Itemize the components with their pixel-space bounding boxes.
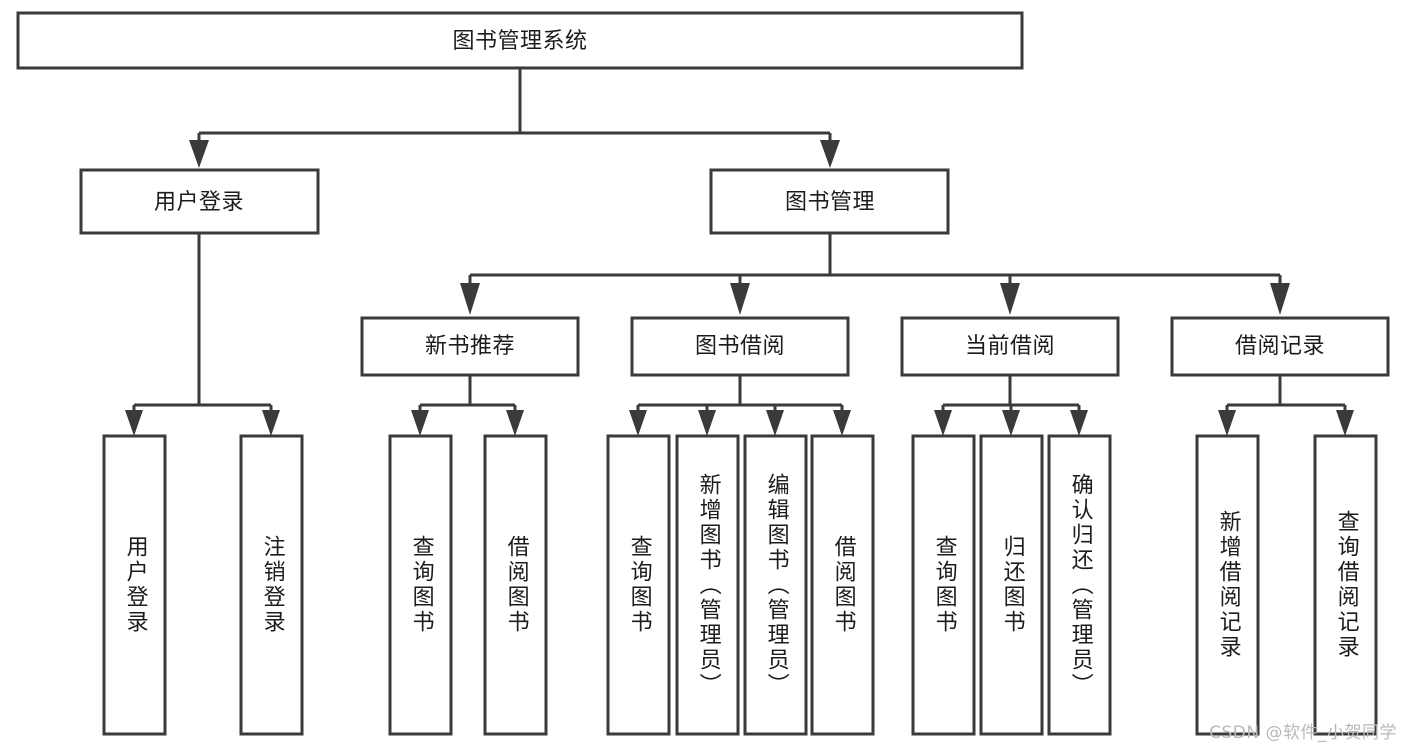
arrowhead-user-login bbox=[189, 140, 209, 168]
leaf-box-cb-confirm-return[interactable] bbox=[1047, 434, 1112, 736]
node-book-borrow-box[interactable] bbox=[630, 316, 850, 377]
arrowhead-bb-leaf-2 bbox=[698, 410, 716, 436]
node-book-borrow-label: 图书借阅 bbox=[695, 334, 785, 359]
watermark-text: CSDN @软件_小贺同学 bbox=[1209, 723, 1397, 743]
arrowhead-br-leaf-1 bbox=[1218, 410, 1236, 436]
leaf-box-nb-borrow-book[interactable] bbox=[483, 434, 548, 736]
arrowhead-leaf-logout bbox=[262, 410, 280, 436]
node-book-management-label: 图书管理 bbox=[785, 190, 875, 215]
arrowhead-nb-leaf-2 bbox=[506, 410, 524, 436]
node-borrow-record-box[interactable] bbox=[1170, 316, 1390, 377]
arrowhead-book-borrow bbox=[730, 283, 750, 315]
node-current-borrow-label: 当前借阅 bbox=[965, 334, 1055, 359]
leaf-box-nb-query-book[interactable] bbox=[388, 434, 453, 736]
leaf-box-bb-edit-book[interactable] bbox=[743, 434, 808, 736]
leaf-box-bb-borrow-book[interactable] bbox=[810, 434, 875, 736]
leaf-box-cb-query-book[interactable] bbox=[911, 434, 976, 736]
node-root-box[interactable] bbox=[16, 11, 1024, 70]
node-borrow-record-label: 借阅记录 bbox=[1235, 334, 1325, 359]
arrowhead-nb-leaf-1 bbox=[411, 410, 429, 436]
node-book-management-box[interactable] bbox=[709, 168, 950, 235]
leaf-box-cb-return-book[interactable] bbox=[979, 434, 1044, 736]
arrowhead-leaf-user-login bbox=[125, 410, 143, 436]
arrowhead-book-mgmt bbox=[820, 140, 840, 168]
leaf-box-user-login[interactable] bbox=[102, 434, 167, 736]
leaf-box-bb-add-book[interactable] bbox=[675, 434, 740, 736]
leaf-box-br-query-record[interactable] bbox=[1313, 434, 1378, 736]
node-user-login-label: 用户登录 bbox=[154, 190, 244, 215]
arrowhead-borrow-record bbox=[1270, 283, 1290, 315]
arrowhead-cb-leaf-3 bbox=[1070, 410, 1088, 436]
leaf-box-logout[interactable] bbox=[239, 434, 304, 736]
arrowhead-current-borrow bbox=[1000, 283, 1020, 315]
node-current-borrow-box[interactable] bbox=[900, 316, 1120, 377]
arrowhead-new-book bbox=[460, 283, 480, 315]
arrowhead-cb-leaf-2 bbox=[1002, 410, 1020, 436]
node-new-book-box[interactable] bbox=[360, 316, 580, 377]
leaf-box-br-add-record[interactable] bbox=[1195, 434, 1260, 736]
arrowhead-bb-leaf-4 bbox=[833, 410, 851, 436]
arrowhead-bb-leaf-3 bbox=[766, 410, 784, 436]
node-new-book-label: 新书推荐 bbox=[425, 334, 515, 359]
arrowhead-bb-leaf-1 bbox=[629, 410, 647, 436]
leaf-box-bb-query-book[interactable] bbox=[606, 434, 671, 736]
node-root-label: 图书管理系统 bbox=[452, 29, 587, 54]
arrowhead-cb-leaf-1 bbox=[934, 410, 952, 436]
arrowhead-br-leaf-2 bbox=[1336, 410, 1354, 436]
